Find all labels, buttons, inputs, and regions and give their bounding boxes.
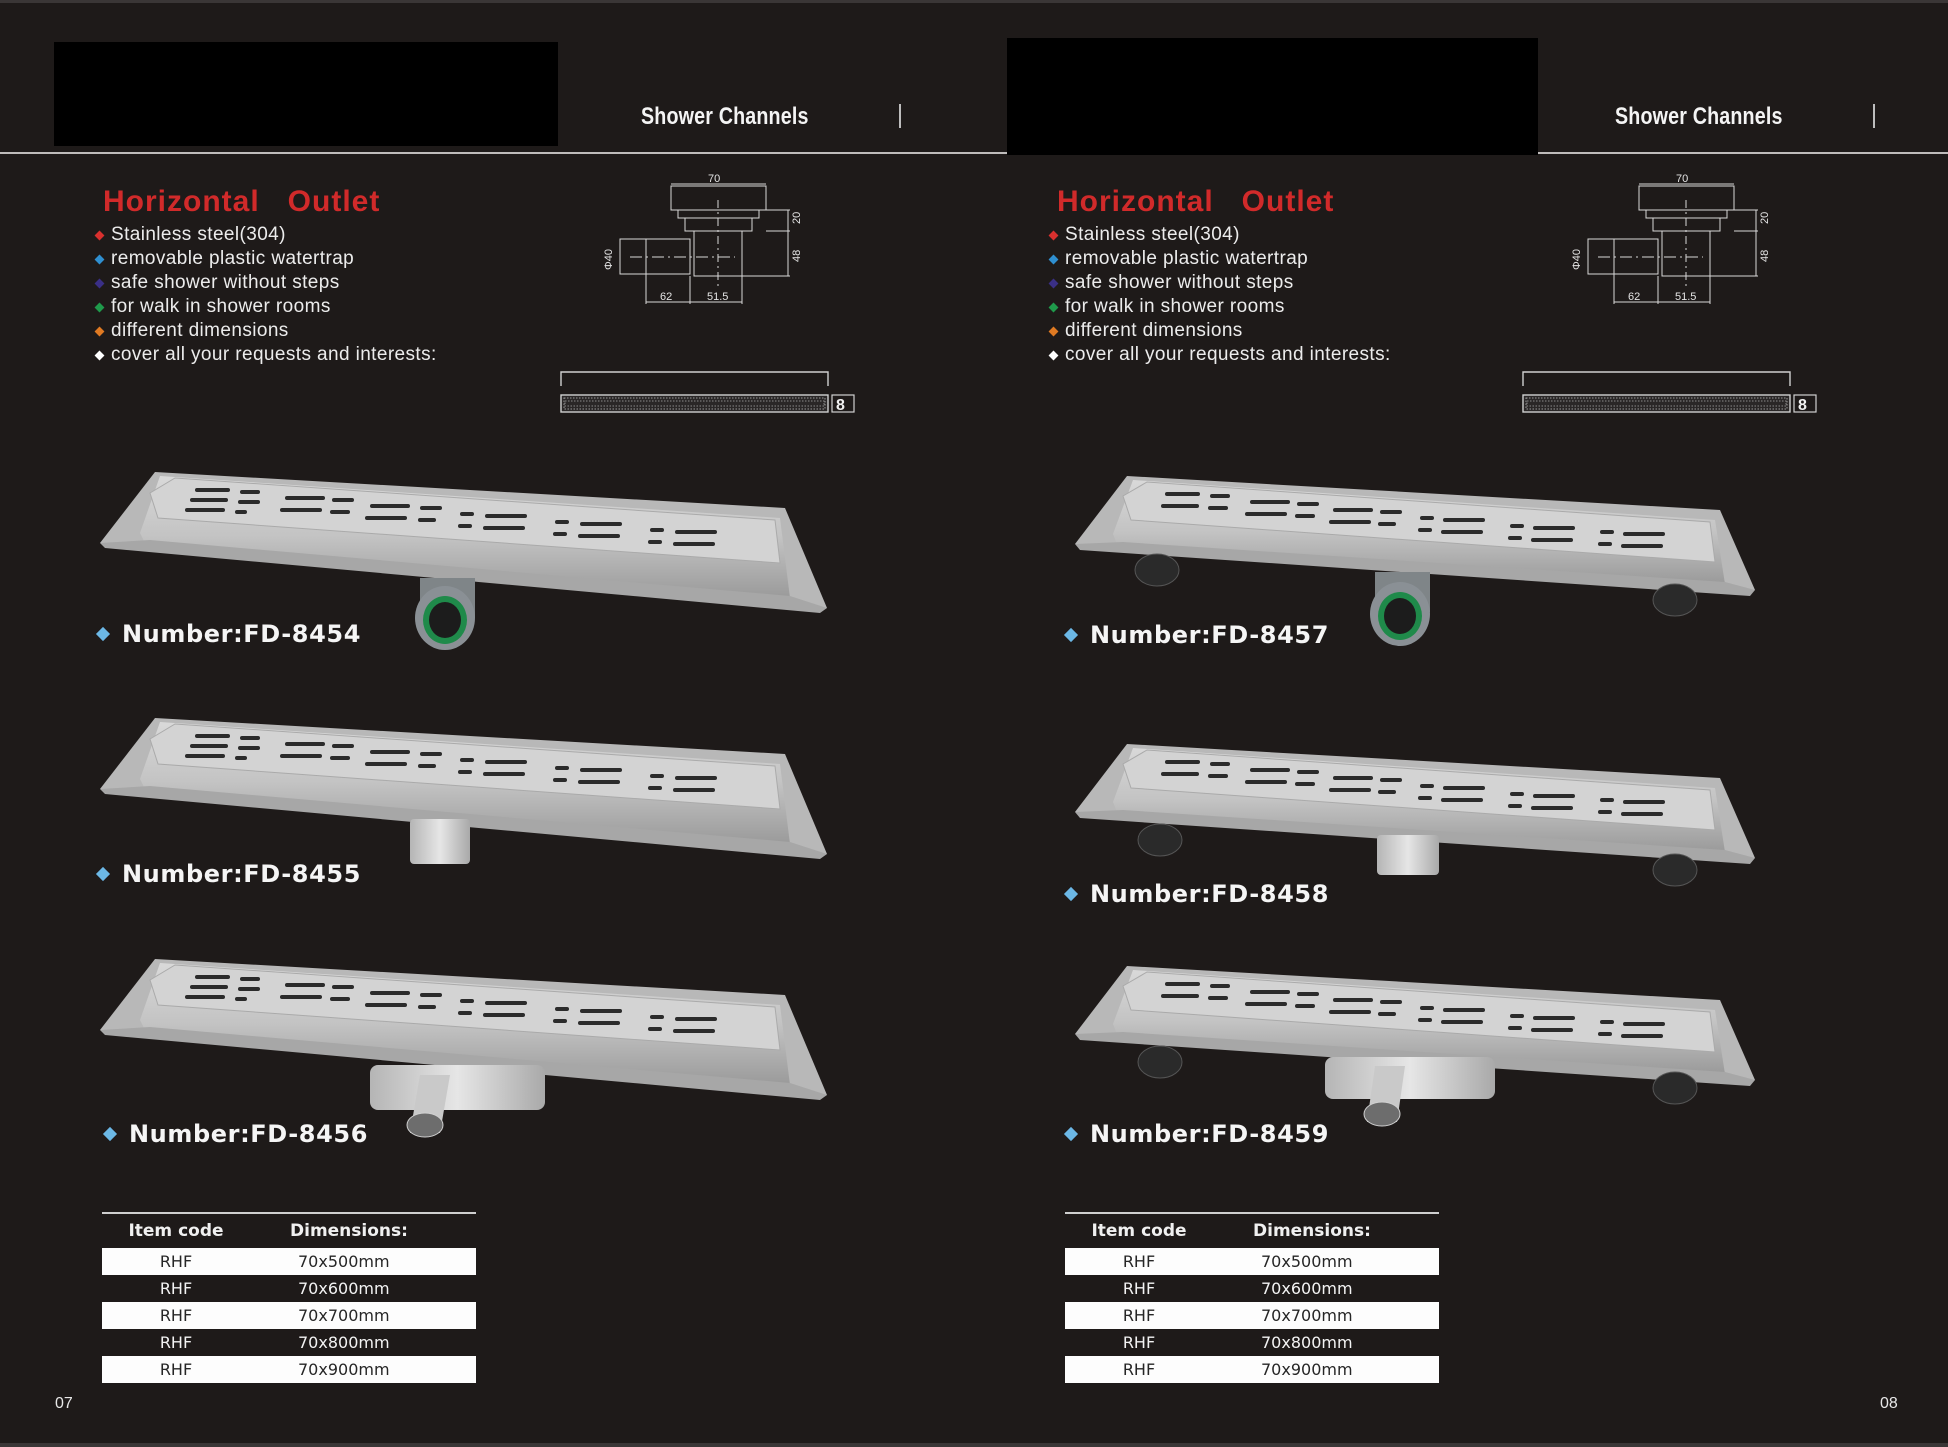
- table-header: Item code Dimensions:: [1091, 1221, 1371, 1241]
- product-image-fd-8459: [1075, 962, 1765, 1132]
- product-image-fd-8458: [1075, 740, 1765, 890]
- svg-text:51.5: 51.5: [707, 291, 728, 303]
- product-label-fd-8457: Number:FD-8457: [1063, 621, 1329, 649]
- svg-text:48: 48: [1759, 250, 1771, 262]
- diamond-bullet-icon: [1063, 1126, 1079, 1142]
- svg-text:70: 70: [1676, 173, 1688, 185]
- diamond-bullet-icon: [1048, 230, 1059, 240]
- feature-item: safe shower without steps: [94, 271, 437, 295]
- section-title-right: Horizontal Outlet: [1057, 185, 1335, 218]
- table-top-rule: [1065, 1212, 1439, 1214]
- feature-item: removable plastic watertrap: [94, 247, 437, 271]
- feature-item: different dimensions: [94, 319, 437, 343]
- svg-text:20: 20: [791, 212, 803, 224]
- product-label-fd-8459: Number:FD-8459: [1063, 1120, 1329, 1148]
- feature-item: cover all your requests and interests:: [1048, 343, 1391, 367]
- svg-text:8: 8: [836, 397, 845, 414]
- svg-text:20: 20: [1759, 212, 1771, 224]
- svg-text:8: 8: [1798, 397, 1807, 414]
- page-frame-top: [0, 0, 1948, 3]
- svg-text:62: 62: [1628, 291, 1640, 303]
- diamond-bullet-icon: [1048, 350, 1059, 360]
- feature-item: different dimensions: [1048, 319, 1391, 343]
- header-separator-right: [1873, 104, 1875, 128]
- feature-item: safe shower without steps: [1048, 271, 1391, 295]
- diamond-bullet-icon: [94, 230, 105, 240]
- feature-item: Stainless steel(304): [94, 223, 437, 247]
- feature-item: removable plastic watertrap: [1048, 247, 1391, 271]
- svg-text:70: 70: [708, 173, 720, 185]
- grate-profile-left: 8: [560, 370, 860, 425]
- feature-item: for walk in shower rooms: [1048, 295, 1391, 319]
- dimension-diagram-left: 70 20 48 Φ40 62 51.5: [590, 172, 820, 317]
- diamond-bullet-icon: [1063, 627, 1079, 643]
- diamond-bullet-icon: [1063, 886, 1079, 902]
- page-frame-bottom: [0, 1443, 1948, 1447]
- diamond-bullet-icon: [1048, 302, 1059, 312]
- product-label-fd-8456: Number:FD-8456: [102, 1120, 368, 1148]
- diamond-bullet-icon: [95, 626, 111, 642]
- diamond-bullet-icon: [94, 302, 105, 312]
- grate-profile-right: 8: [1522, 370, 1822, 425]
- product-image-fd-8454: [100, 468, 830, 658]
- product-label-fd-8458: Number:FD-8458: [1063, 880, 1329, 908]
- diamond-bullet-icon: [102, 1126, 118, 1142]
- diamond-bullet-icon: [94, 254, 105, 264]
- diamond-bullet-icon: [1048, 278, 1059, 288]
- diamond-bullet-icon: [94, 350, 105, 360]
- product-label-fd-8455: Number:FD-8455: [95, 860, 361, 888]
- svg-text:Φ40: Φ40: [603, 249, 615, 270]
- diamond-bullet-icon: [94, 326, 105, 336]
- dimension-diagram-right: 70 20 48 Φ40 62 51.5: [1558, 172, 1788, 317]
- table-top-rule: [102, 1212, 476, 1214]
- svg-text:Φ40: Φ40: [1571, 249, 1583, 270]
- page-number-right: 08: [1880, 1395, 1898, 1412]
- feature-item: cover all your requests and interests:: [94, 343, 437, 367]
- svg-text:48: 48: [791, 250, 803, 262]
- header-title-left: Shower Channels: [641, 103, 809, 130]
- product-image-fd-8456: [100, 955, 830, 1140]
- svg-text:51.5: 51.5: [1675, 291, 1696, 303]
- svg-text:62: 62: [660, 291, 672, 303]
- logo-placeholder-right: [1007, 38, 1538, 155]
- product-image-fd-8457: [1075, 472, 1765, 652]
- diamond-bullet-icon: [1048, 254, 1059, 264]
- feature-list-right: Stainless steel(304) removable plastic w…: [1048, 223, 1391, 367]
- header-separator-left: [899, 104, 901, 128]
- product-label-fd-8454: Number:FD-8454: [95, 620, 361, 648]
- product-image-fd-8455: [100, 714, 830, 864]
- diamond-bullet-icon: [1048, 326, 1059, 336]
- section-title-left: Horizontal Outlet: [103, 185, 381, 218]
- logo-placeholder-left: [54, 42, 558, 146]
- header-divider-left: [0, 152, 1007, 154]
- feature-list-left: Stainless steel(304) removable plastic w…: [94, 223, 437, 367]
- diamond-bullet-icon: [94, 278, 105, 288]
- header-title-right: Shower Channels: [1615, 103, 1783, 130]
- diamond-bullet-icon: [95, 866, 111, 882]
- table-header: Item code Dimensions:: [128, 1221, 408, 1241]
- page-number-left: 07: [55, 1395, 73, 1412]
- feature-item: for walk in shower rooms: [94, 295, 437, 319]
- feature-item: Stainless steel(304): [1048, 223, 1391, 247]
- header-divider-right: [1538, 152, 1948, 154]
